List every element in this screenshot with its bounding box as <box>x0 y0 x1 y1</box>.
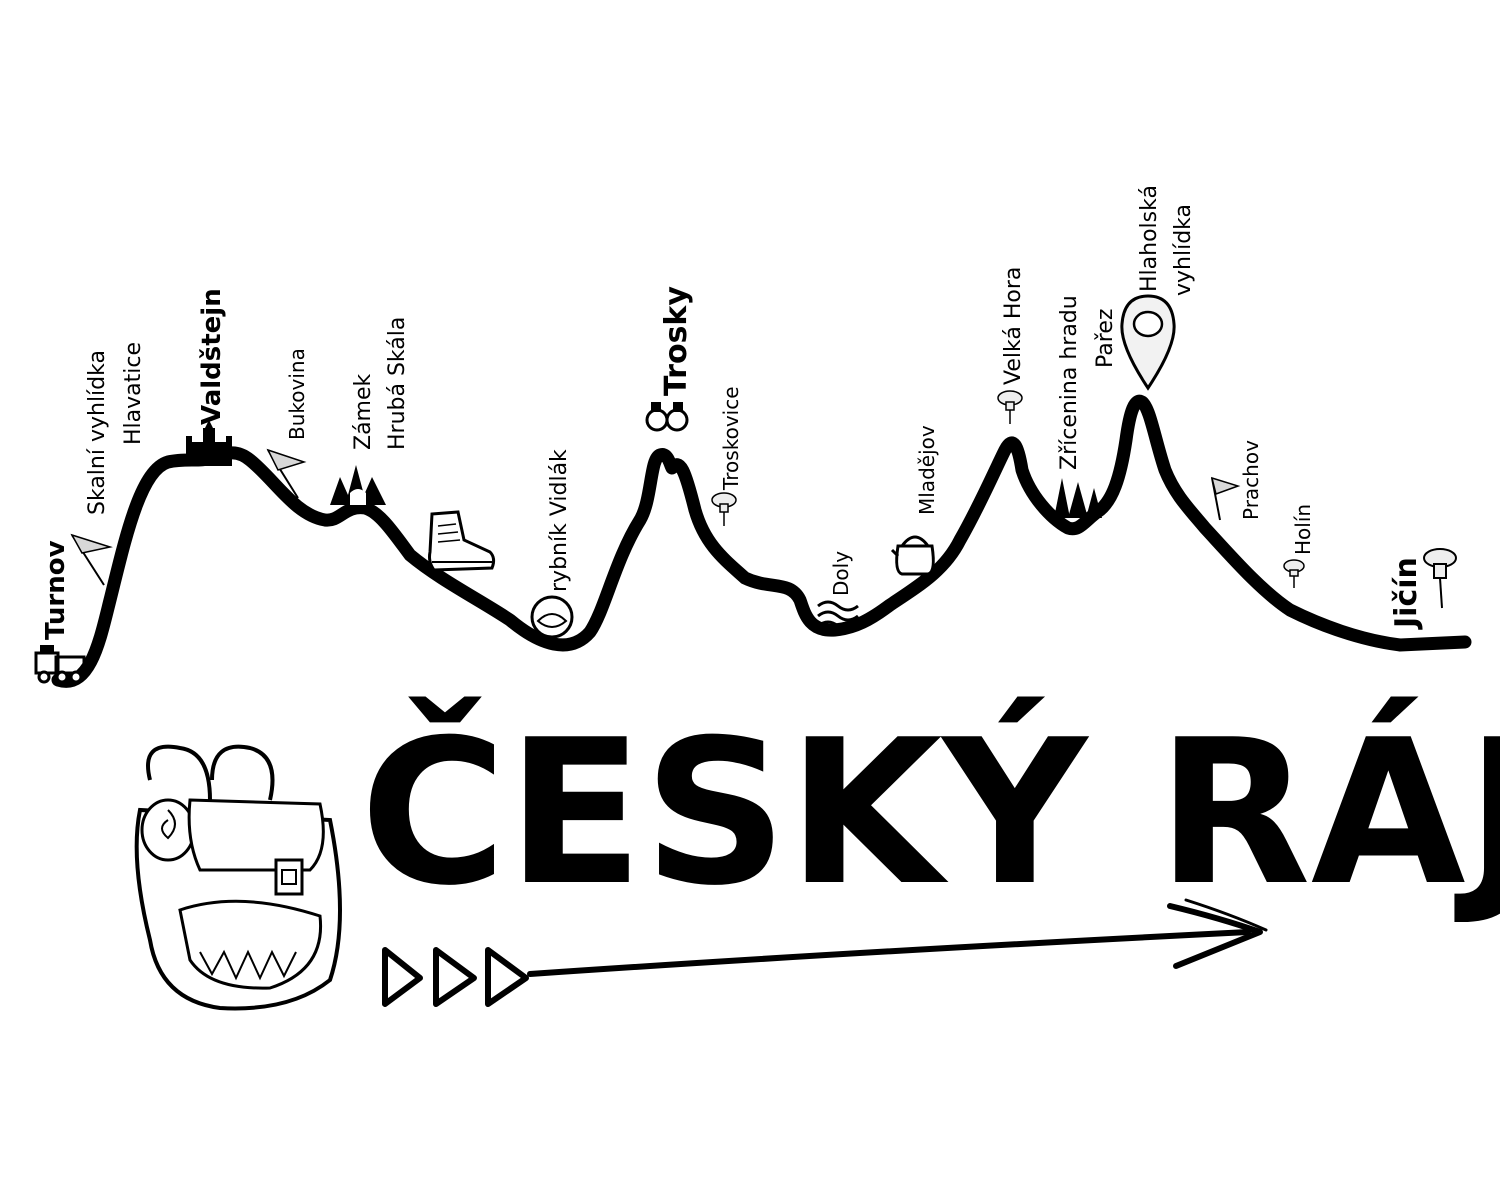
castle-gate-icon <box>330 465 386 505</box>
waypoint-label-hlavatice-1: Skalní vyhlídka <box>85 350 110 515</box>
waypoint-label-vidlak: rybník Vidlák <box>547 449 572 592</box>
fish-pond-icon <box>530 595 574 639</box>
waypoint-label-jicin: Jičín <box>1389 557 1424 630</box>
waypoint-label-hruba-skala-1: Zámek <box>351 373 376 450</box>
waypoint-label-hlaholska-1: Hlaholská <box>1137 185 1162 292</box>
waypoint-label-hlaholska-2: vyhlídka <box>1171 204 1196 296</box>
waypoint-label-trosky: Trosky <box>659 286 694 396</box>
waypoint-label-valdstejn: Valdštejn <box>197 288 227 425</box>
poster-title: ČESKÝ RÁJ <box>360 696 1500 930</box>
waypoint-label-hruba-skala-2: Hrubá Skála <box>385 317 410 450</box>
pushpin-icon <box>1283 559 1305 588</box>
waypoint-label-holin: Holín <box>1291 504 1315 555</box>
binoculars-icon <box>645 402 689 432</box>
waypoint-label-hlavatice-2: Hlavatice <box>121 342 146 445</box>
elevation-profile-line <box>51 395 1472 688</box>
pushpin-icon <box>1423 548 1457 609</box>
flag-icon <box>1210 476 1241 521</box>
arrow-right-icon <box>382 898 1268 1007</box>
waves-icon <box>817 600 859 632</box>
waypoint-label-bukovina: Bukovina <box>285 348 309 440</box>
waypoint-label-doly: Doly <box>829 551 853 596</box>
train-icon <box>34 645 86 684</box>
waypoint-label-prachov: Prachov <box>1239 440 1263 520</box>
castle-icon <box>186 420 232 466</box>
hiking-boot-icon <box>428 510 496 572</box>
waypoint-label-zricenina-1: Zřícenina hradu <box>1057 295 1082 470</box>
map-pin-icon <box>1120 294 1176 391</box>
flag-icon <box>70 533 113 586</box>
waypoint-label-turnov: Turnov <box>41 540 71 640</box>
waypoint-label-zricenina-2: Pařez <box>1093 309 1118 368</box>
pushpin-icon <box>997 390 1023 424</box>
kettle-icon <box>890 535 935 576</box>
waypoint-label-velka-hora: Velká Hora <box>1001 267 1026 385</box>
backpack-icon <box>134 744 342 1011</box>
waypoint-label-mladejov: Mladějov <box>915 425 939 515</box>
waypoint-label-troskovice: Troskovice <box>719 386 743 491</box>
forest-icon <box>1054 478 1102 518</box>
flag-icon <box>266 448 307 499</box>
pushpin-icon <box>711 492 737 526</box>
